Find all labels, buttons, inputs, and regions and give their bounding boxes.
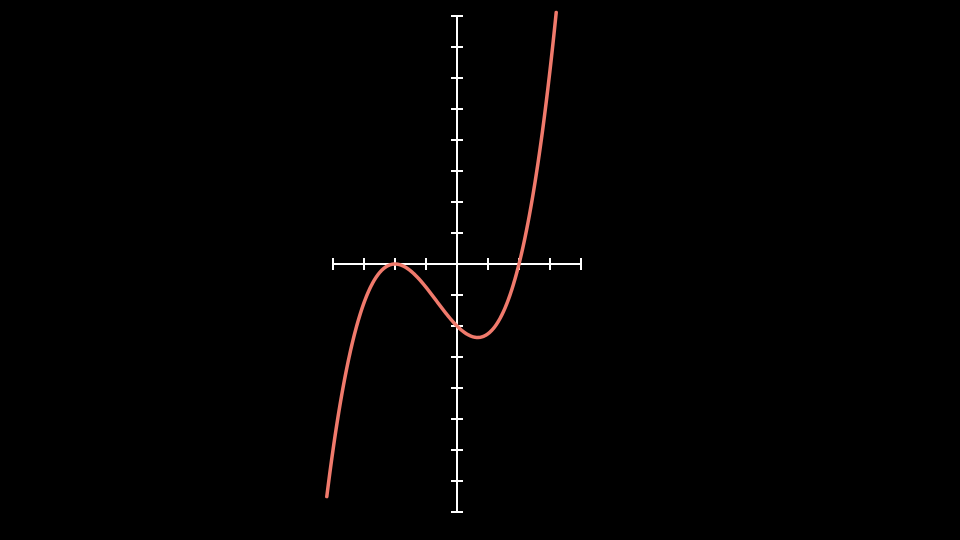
series-line-0 (325, 10, 558, 499)
axes-group (332, 15, 582, 513)
curves-group (325, 10, 558, 499)
